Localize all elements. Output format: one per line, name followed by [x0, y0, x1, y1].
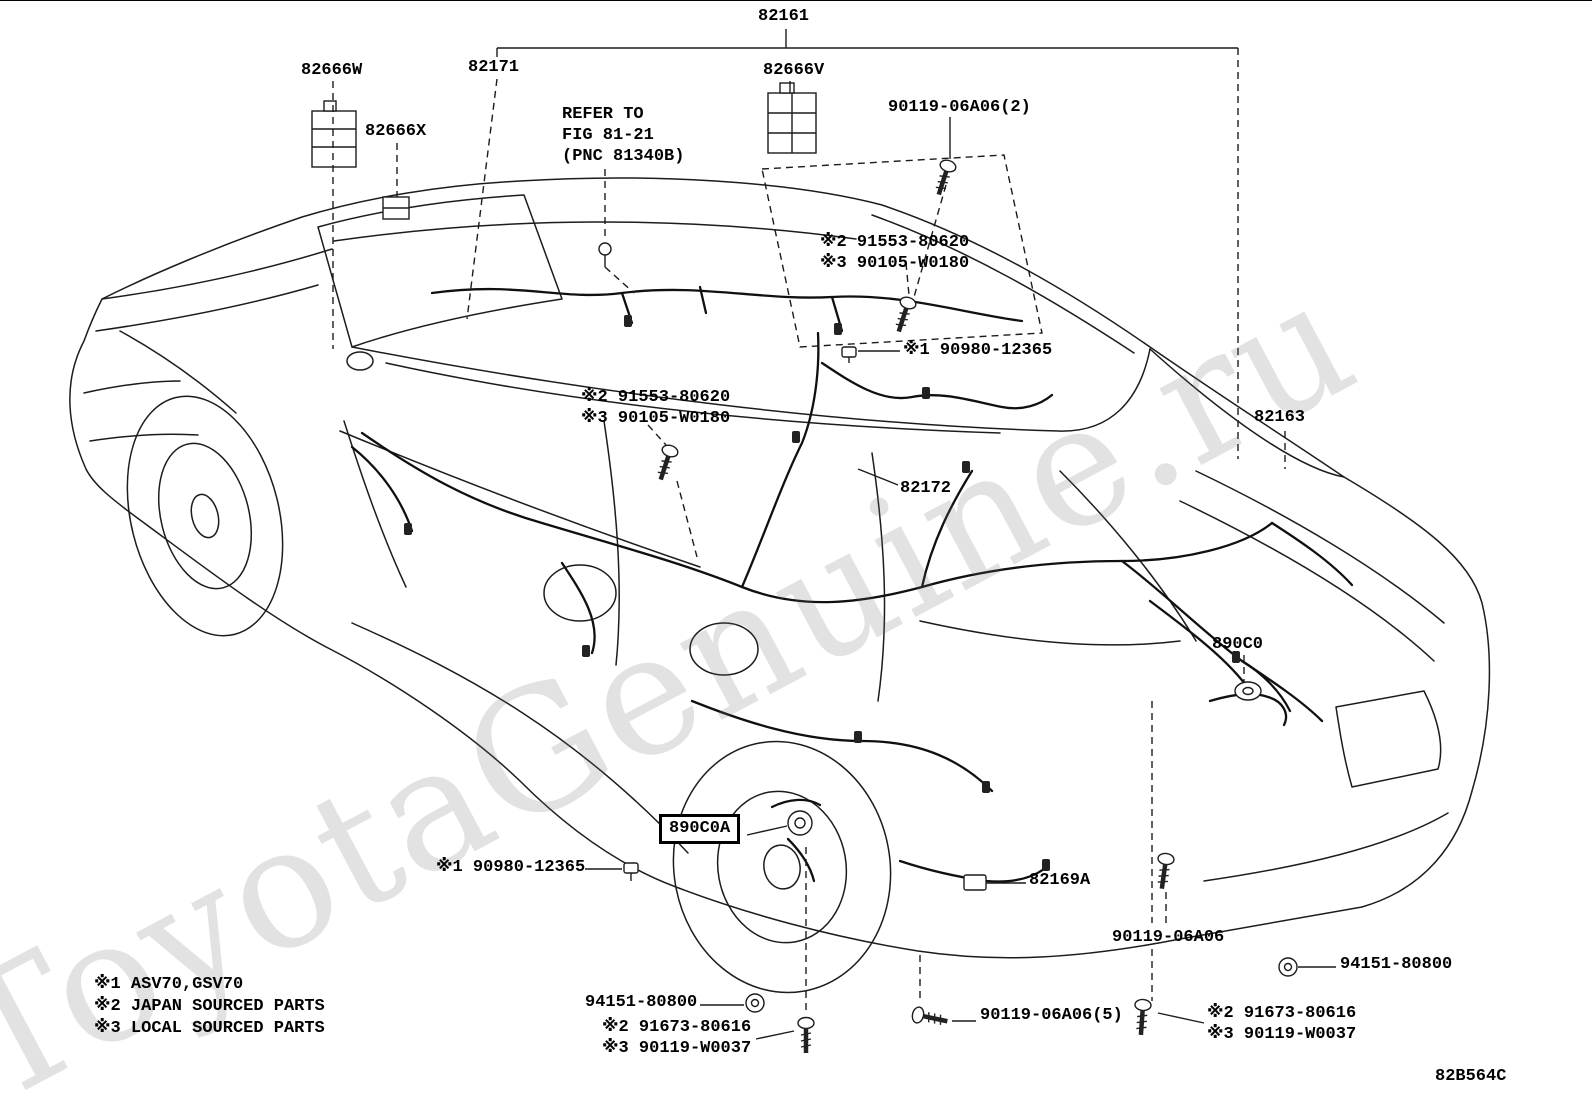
part-label-90119-06A06-5[interactable]: 90119-06A06(5) — [980, 1006, 1123, 1025]
screw-icon — [935, 159, 957, 196]
part-label-82161[interactable]: 82161 — [758, 7, 810, 26]
junction-block-82666V — [767, 82, 817, 154]
screw-icon — [657, 444, 679, 481]
part-label-82171[interactable]: 82171 — [468, 58, 520, 77]
part-label-890C0[interactable]: 890C0 — [1212, 635, 1264, 654]
part-label-90119-06A06[interactable]: 90119-06A06 — [1112, 928, 1225, 947]
part-note-91553-upper[interactable]: ※2 91553-80620 ※3 90105-W0180 — [820, 233, 970, 273]
clip-81340B — [598, 242, 612, 267]
screw-icon — [911, 1006, 948, 1025]
grommet-94151-bottom — [745, 993, 765, 1013]
part-label-90980-12365-low[interactable]: ※1 90980-12365 — [436, 858, 586, 877]
wiring-harnesses — [350, 285, 1354, 883]
part-label-82163[interactable]: 82163 — [1254, 408, 1306, 427]
part-label-82666V[interactable]: 82666V — [763, 61, 825, 80]
legend-line-1: ※1 ASV70,GSV70 — [94, 975, 244, 994]
legend-line-2: ※2 JAPAN SOURCED PARTS — [94, 997, 325, 1016]
part-label-890C0A[interactable]: 890C0A — [659, 814, 741, 844]
leader-lines — [332, 29, 1336, 1040]
refer-note: REFER TO FIG 81-21 (PNC 81340B) — [562, 105, 685, 166]
part-label-82666X[interactable]: 82666X — [365, 122, 427, 141]
grommet-890C0A — [787, 810, 813, 836]
part-label-90119-06A06-2[interactable]: 90119-06A06(2) — [888, 98, 1031, 117]
screws — [657, 159, 1175, 1053]
legend-line-3: ※3 LOCAL SOURCED PARTS — [94, 1019, 325, 1038]
car-body — [69, 177, 1491, 959]
part-label-82666W[interactable]: 82666W — [301, 61, 363, 80]
screw-icon — [797, 1016, 815, 1053]
part-label-94151-80800-right[interactable]: 94151-80800 — [1340, 955, 1453, 974]
part-note-91553-lower[interactable]: ※2 91553-80620 ※3 90105-W0180 — [581, 388, 731, 428]
wheels — [126, 395, 892, 994]
grommet-890C0 — [1234, 681, 1262, 701]
part-label-82172[interactable]: 82172 — [900, 479, 952, 498]
part-label-94151-80800-bottom[interactable]: 94151-80800 — [585, 993, 698, 1012]
connector-82666X — [382, 196, 410, 220]
screw-icon — [1157, 852, 1175, 890]
grommet-94151-right — [1278, 957, 1298, 977]
part-label-90980-12365-mid[interactable]: ※1 90980-12365 — [903, 341, 1053, 360]
part-note-91673-bottom[interactable]: ※2 91673-80616 ※3 90119-W0037 — [602, 1018, 752, 1058]
part-note-91673-right[interactable]: ※2 91673-80616 ※3 90119-W0037 — [1207, 1004, 1357, 1044]
connector-82169A — [963, 874, 987, 891]
screw-icon — [1134, 998, 1152, 1036]
diagram-code: 82B564C — [1435, 1067, 1507, 1086]
component-parts — [311, 82, 1298, 1013]
clip-90980-low — [623, 862, 639, 881]
screw-icon — [895, 296, 917, 333]
part-label-82169A[interactable]: 82169A — [1029, 871, 1091, 890]
clip-90980-mid — [841, 346, 857, 363]
junction-block-82666W — [311, 100, 357, 168]
